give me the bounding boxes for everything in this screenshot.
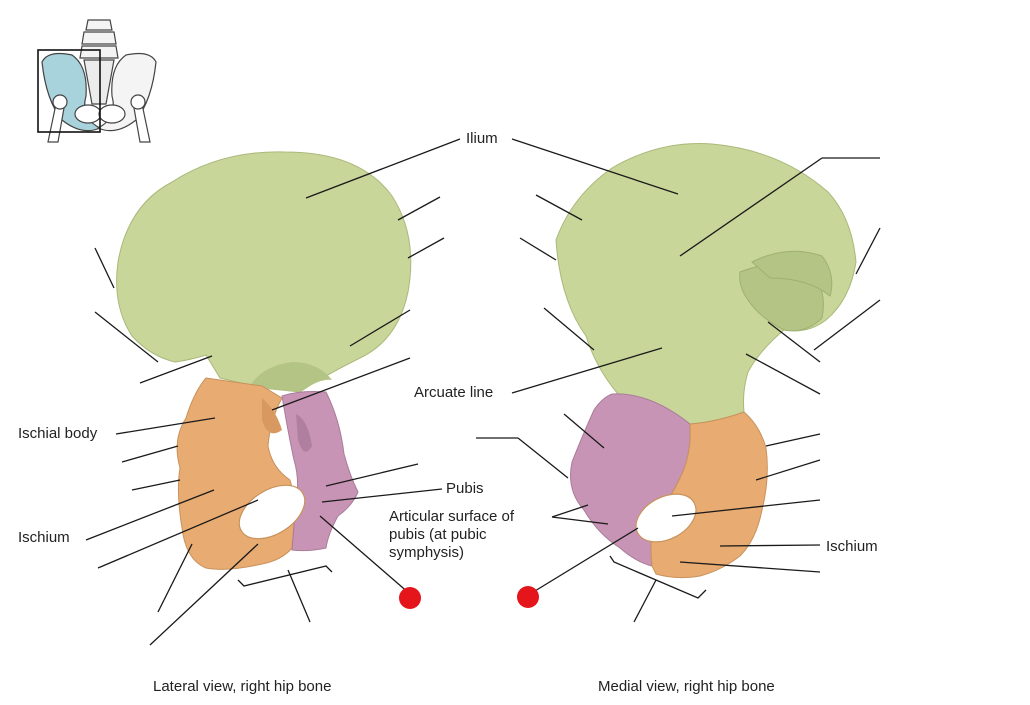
- label-ischium-lateral: Ischium: [18, 529, 70, 546]
- label-arcuate-line: Arcuate line: [414, 384, 494, 401]
- lateral-hip-bone: [116, 151, 412, 570]
- label-articular-surface: Articular surface of pubis (at pubic sym…: [389, 508, 515, 561]
- label-pubis: Pubis: [446, 480, 484, 497]
- hotspot-marker-lateral[interactable]: [399, 587, 421, 609]
- label-ilium: Ilium: [466, 130, 498, 147]
- hotspot-marker-medial[interactable]: [517, 586, 539, 608]
- pelvis-thumbnail: [37, 19, 157, 143]
- label-ischial-body: Ischial body: [18, 425, 98, 442]
- leader-lines: [85, 138, 881, 646]
- caption-lateral-view: Lateral view, right hip bone: [153, 678, 332, 695]
- label-ischium-medial: Ischium: [826, 538, 878, 555]
- caption-medial-view: Medial view, right hip bone: [598, 678, 775, 695]
